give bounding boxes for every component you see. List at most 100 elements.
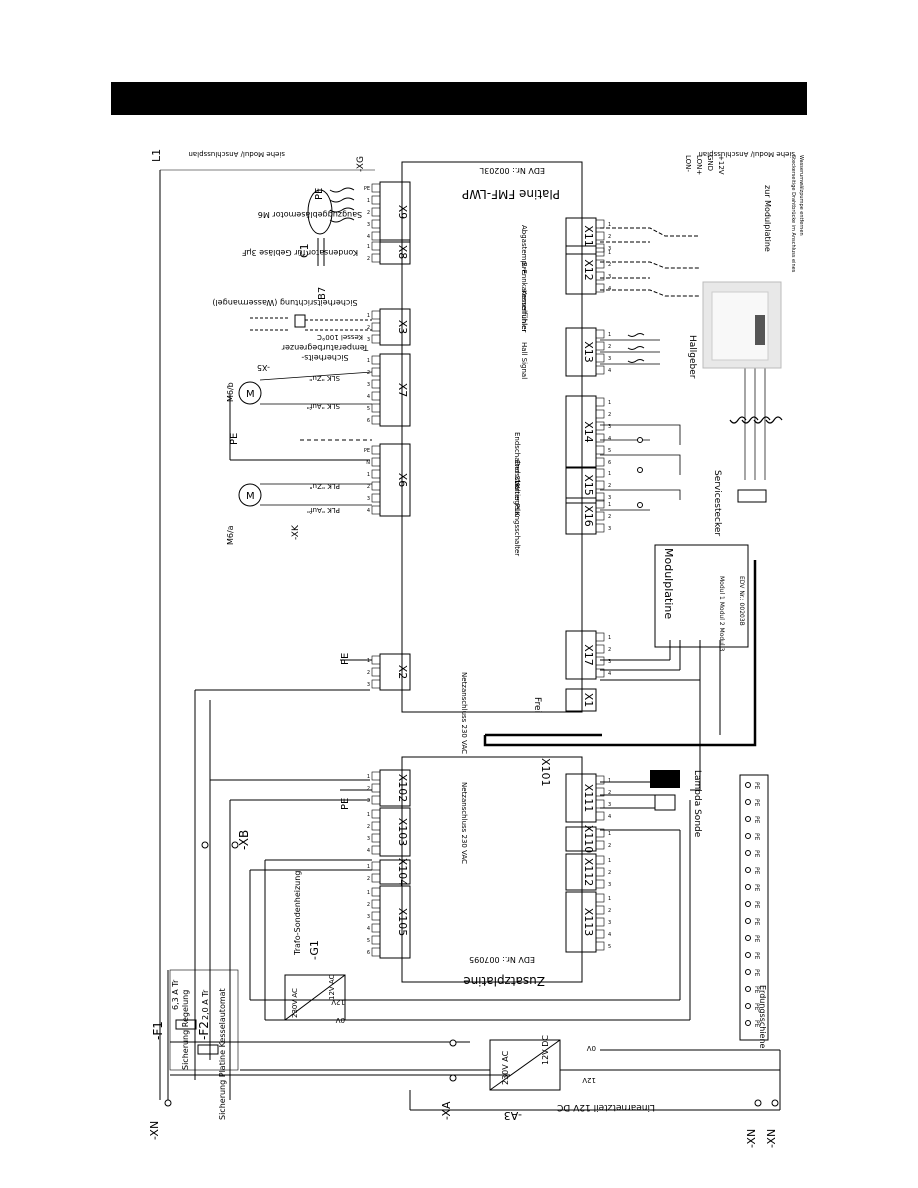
pin-label: N <box>366 460 370 466</box>
pin-label: 1 <box>608 896 611 902</box>
pin-label: 2 <box>608 234 611 240</box>
pin-label: 4 <box>608 932 611 938</box>
earth-term-label: PE <box>753 969 760 977</box>
x5-label: -X5 <box>257 363 270 372</box>
pin-label: 4 <box>608 814 611 820</box>
lon-label: LON- <box>684 155 692 172</box>
main-board-edv: EDV Nr.: 00203L <box>479 166 545 175</box>
connector-x8: X8 1 2 <box>367 239 411 265</box>
pin-label: 1 <box>367 774 370 780</box>
earth-term-label: PE <box>753 833 760 841</box>
connector-label: X111 <box>582 784 595 813</box>
sicherheitsrichtung: Sicherheitsrichtung (Wassermangel) <box>212 298 357 307</box>
pin-label: 2 <box>367 325 370 331</box>
motor-m6b <box>238 381 262 405</box>
pe-x9: PE <box>314 188 325 200</box>
stb-2: Temperaturbegrenzer <box>281 343 369 352</box>
pin-label: 2 <box>367 876 370 882</box>
a3-label: -A3 <box>504 1109 522 1122</box>
pin-label: 3 <box>608 495 611 501</box>
pin-label: 5 <box>608 448 611 454</box>
pin-label: 5 <box>608 944 611 950</box>
x101-label: X101 <box>539 758 552 787</box>
pin-label: 2 <box>367 210 370 216</box>
pin-label: 2 <box>367 256 370 262</box>
plk-auf: PLK "Auf" <box>307 506 340 514</box>
a3-in: 230V AC <box>501 1050 510 1085</box>
c1-label: C1 <box>298 243 311 258</box>
xn-left: -XN <box>148 1121 161 1140</box>
earth-term-label: PE <box>753 901 760 909</box>
erdungsschiene-label: Erdungsschiene <box>758 985 767 1049</box>
hallgeber-label: Hallgeber <box>687 335 697 379</box>
pin-label: 1 <box>367 472 370 478</box>
pin-label: 4 <box>367 926 370 932</box>
endschalter-plk: Endschalter PLK <box>513 460 521 517</box>
earth-term-label: PE <box>753 952 760 960</box>
pin-label: 3 <box>367 682 370 688</box>
connector-label: X102 <box>396 774 409 803</box>
earth-term-label: PE <box>753 799 760 807</box>
connector-label: X104 <box>396 858 409 887</box>
pin-label: 1 <box>367 812 370 818</box>
pin-label: 4 <box>608 436 611 442</box>
transformer-g1 <box>284 974 346 1021</box>
connector-label: X2 <box>396 665 409 680</box>
pin-label: 1 <box>608 222 611 228</box>
stb-3: Kessel 100°C <box>317 333 363 341</box>
earth-term-label: PE <box>753 816 760 824</box>
pin-label: 1 <box>608 250 611 256</box>
hall-signal: Hall Signal <box>520 342 528 379</box>
connector-label: X17 <box>582 644 595 666</box>
stb-1: Sicherheits- <box>301 353 348 362</box>
pin-label: 4 <box>608 671 611 677</box>
pin-label: 3 <box>367 382 370 388</box>
f2-val: 2,0 A Tr <box>201 989 210 1020</box>
pin-label: 1 <box>367 890 370 896</box>
power-supply-a3 <box>489 1039 561 1091</box>
pin-label: 3 <box>367 798 370 804</box>
frei-x1: Frei <box>532 697 542 713</box>
pin-label: 1 <box>367 198 370 204</box>
fuse-f2 <box>197 1044 219 1055</box>
modul-board-edv: EDV Nr.: 00203B <box>738 576 745 626</box>
connector-label: X6 <box>396 473 409 488</box>
g1-desc: Trafo-Sondenheizung <box>293 871 302 956</box>
pe-xk: PE <box>229 433 240 445</box>
pin-label: 1 <box>608 635 611 641</box>
pin-label: 4 <box>608 286 611 292</box>
netzanschluss-x102: Netzanschluss 230 VAC <box>460 782 468 864</box>
connector-label: X11 <box>582 225 595 247</box>
connector-label: X13 <box>582 341 595 363</box>
g1-out: 12V AC <box>328 974 336 1000</box>
pin-label: 3 <box>608 356 611 362</box>
svg-text:M: M <box>246 491 255 502</box>
earth-term-label: PE <box>753 1020 760 1028</box>
pin-label: 2 <box>367 824 370 830</box>
pin-label: 6 <box>608 460 611 466</box>
verriegelung: Verriegelungsschalter <box>513 480 521 556</box>
l1-label: L1 <box>150 149 163 162</box>
pin-label: 2 <box>608 647 611 653</box>
pin-label: 2 <box>608 843 611 849</box>
fuse-f1 <box>175 1019 197 1030</box>
connector-label: X8 <box>396 245 409 260</box>
modul-board <box>654 544 749 648</box>
pin-label: 1 <box>367 244 370 250</box>
pin-label: 5 <box>367 938 370 944</box>
earth-term-label: PE <box>753 918 760 926</box>
earth-bar <box>739 774 769 1041</box>
pin-label: 2 <box>608 344 611 350</box>
connector-label: X15 <box>582 474 595 496</box>
pin-label: 3 <box>367 914 370 920</box>
pin-label: 4 <box>367 848 370 854</box>
note-1: Steckerseitige Drahtbrücke im Anschluss … <box>790 155 796 273</box>
pin-label: 3 <box>608 526 611 532</box>
